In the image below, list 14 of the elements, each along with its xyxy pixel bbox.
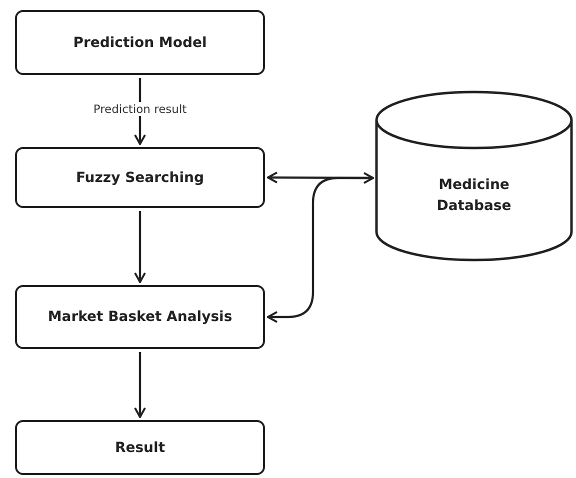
node-label: Medicine Database (436, 176, 512, 216)
process-box (15, 285, 265, 349)
node-label: Fuzzy Searching (76, 170, 204, 186)
node-label: Prediction Model (73, 34, 207, 50)
node-label: Result (114, 440, 166, 456)
process-box (15, 10, 265, 75)
node-label: Market Basket Analysis (48, 309, 232, 325)
process-box (15, 147, 265, 208)
database-cylinder (375, 90, 573, 262)
arrow (267, 172, 374, 184)
process-box (15, 420, 265, 475)
arrow (267, 176, 373, 323)
arrow (134, 211, 146, 283)
arrow (134, 352, 146, 418)
